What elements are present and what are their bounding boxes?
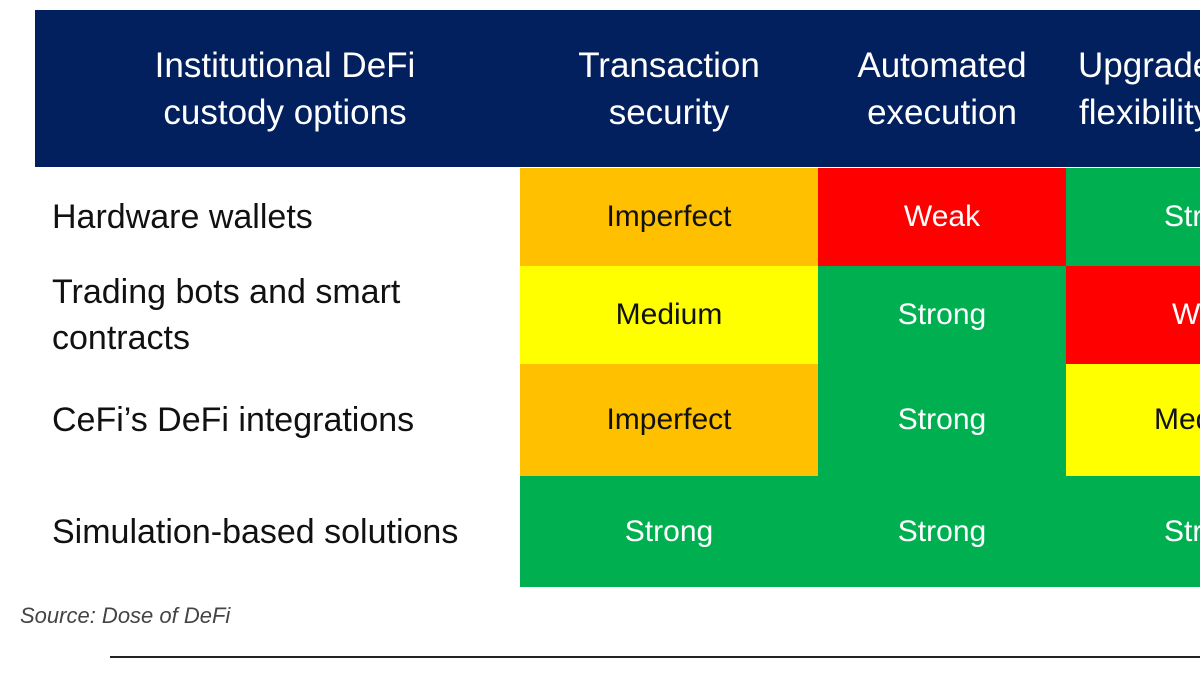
cell-hardware-automated-execution: Weak [818, 168, 1066, 266]
cell-text: Weak [1172, 298, 1200, 331]
cell-text: Strong [1164, 200, 1200, 233]
cell-trading-upgrade-flexibility: Weak [1066, 266, 1200, 364]
header-automated-execution: Automated execution [857, 45, 1027, 132]
source-note: Source: Dose of DeFi [20, 603, 231, 628]
bottom-divider [110, 656, 1200, 658]
cell-hardware-upgrade-flexibility: Strong [1066, 168, 1200, 266]
row-label-hardware-wallets: Hardware wallets [52, 198, 313, 236]
cell-simulation-transaction-security: Strong [520, 476, 818, 587]
cell-simulation-automated-execution: Strong [818, 476, 1066, 587]
row-label-simulation-solutions: Simulation-based solutions [52, 512, 459, 551]
cell-hardware-transaction-security: Imperfect [520, 168, 818, 266]
cell-trading-transaction-security: Medium [520, 266, 818, 364]
cell-cefi-upgrade-flexibility: Medium [1066, 364, 1200, 476]
row-label-cefi-integrations: CeFi’s DeFi integrations [52, 401, 415, 439]
cell-cefi-transaction-security: Imperfect [520, 364, 818, 476]
cell-trading-automated-execution: Strong [818, 266, 1066, 364]
cell-text: Medium [1154, 403, 1200, 436]
header-custody-options: Institutional DeFi custody options [154, 45, 416, 132]
row-label-trading-bots: Trading bots and smart contracts [52, 273, 401, 357]
table-header: Institutional DeFi custody options Trans… [35, 10, 1200, 167]
header-upgrade-flexibility: Upgrade flexibility [1078, 45, 1200, 132]
cell-text: Strong [1164, 514, 1200, 548]
cell-cefi-automated-execution: Strong [818, 364, 1066, 476]
header-transaction-security: Transaction security [578, 45, 760, 132]
cell-simulation-upgrade-flexibility: Strong [1066, 476, 1200, 587]
